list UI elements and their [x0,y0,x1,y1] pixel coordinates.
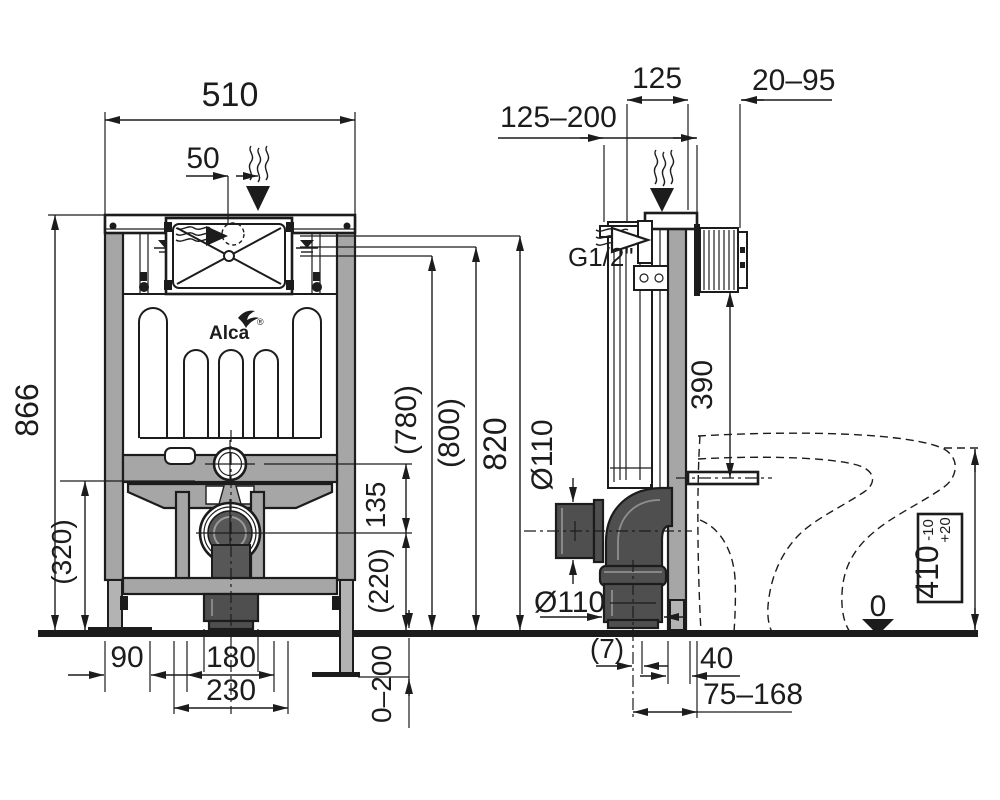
dim-seat-height: 410 [909,545,945,598]
front-dimensions: 510 50 866 (320) 820 (800) (780) 135 (22… [9,76,524,630]
front-bottom-dimensions: 90 180 230 0–200 [68,610,413,728]
steam-arrow-top [246,145,270,211]
right-foot-extended [312,579,360,677]
side-view: G1/2" [524,149,980,718]
cistern-tank: Alca ® [138,307,322,438]
dim-wall-depth: 40 [700,642,733,675]
dim-ref-780: (780) [390,385,423,455]
dim-feet-adjust: 0–200 [366,645,397,723]
datum-marker: 0 [862,590,894,635]
dim-ref-800: (800) [433,398,466,468]
bird-icon [238,310,259,328]
inspection-window [164,216,294,296]
flush-air-icon [175,222,245,246]
label-water-supply: G1/2" [568,242,634,272]
brand-registered: ® [257,317,264,327]
dim-outlet-distance: 75–168 [703,678,803,711]
front-view: Alca ® [88,145,357,714]
brand-name: Alca [209,323,250,344]
dim-frame-width: 510 [202,76,259,114]
dim-bracket-height: (320) [46,519,77,584]
dim-frame-height: 866 [9,383,45,436]
toilet-bowl-outline [697,432,980,633]
label-datum: 0 [870,590,887,623]
dim-outlet-offset: (7) [590,633,624,664]
dim-drain-height: (220) [363,548,394,613]
dim-drain-dia-side: Ø110 [526,419,559,490]
seat-height-dim: 410 +20 -10 [909,449,979,630]
dim-outer-spacing: 230 [206,674,256,707]
dim-wall-range: 20–95 [752,64,835,97]
flush-actuator-wall [694,224,748,296]
dim-flush-to-bracket: 390 [686,360,719,410]
dim-drain-dia-outlet: Ø110 [534,586,605,619]
mount-bracket-side [676,470,772,486]
dim-pipe-spacing: 135 [360,482,391,529]
drain-elbow [524,486,692,718]
side-dimensions: 125–200 125 20–95 390 Ø110 Ø110 410 +20 … [498,62,979,635]
dim-install-depth: 125–200 [500,101,617,134]
dim-seat-tol-plus: +20 [937,517,954,542]
steam-arrow-side [650,149,675,212]
dim-seat-tol-minus: -10 [920,519,937,541]
dim-frame-depth: 125 [632,62,682,95]
floor-line [38,630,978,637]
dim-bolt-spacing: 180 [206,641,256,674]
brand-logo: Alca ® [209,310,264,344]
side-bottom-dimensions: (7) 40 75–168 [590,633,803,718]
dim-flush-offset: 50 [186,142,219,175]
drain-assembly-front [121,430,339,714]
dim-foot-offset: 90 [110,641,143,674]
dim-ref-820: 820 [477,417,513,470]
support-rails [121,437,339,510]
water-supply: G1/2" [568,220,653,272]
